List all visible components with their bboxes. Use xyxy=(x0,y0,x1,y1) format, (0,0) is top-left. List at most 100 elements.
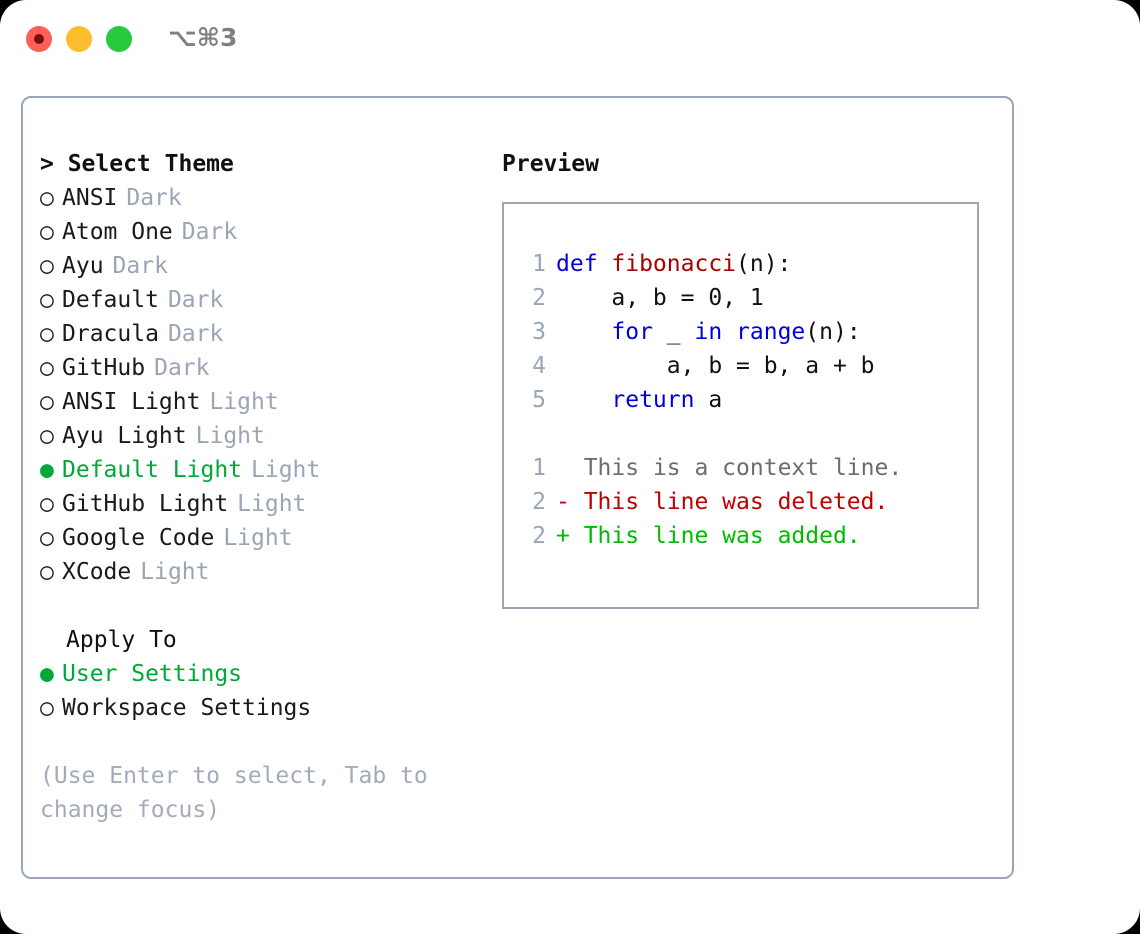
apply-to-label: Workspace Settings xyxy=(62,695,312,721)
code-token xyxy=(722,319,736,345)
theme-name-label: XCode xyxy=(62,559,132,585)
apply-to-item[interactable]: ● User Settings xyxy=(40,657,480,691)
diff-line: 2- This line was deleted. xyxy=(516,485,971,519)
diff-line-content: + This line was added. xyxy=(556,519,861,553)
code-token: in xyxy=(694,319,723,345)
code-line-content: a, b = 0, 1 xyxy=(556,281,764,315)
maximize-window-button[interactable] xyxy=(106,26,132,52)
diff-line-content: This is a context line. xyxy=(556,451,903,485)
code-line: 5 return a xyxy=(516,383,971,417)
theme-name-label: Default Light xyxy=(62,457,243,483)
radio-unselected-icon[interactable]: ○ xyxy=(40,695,54,721)
theme-list-item[interactable]: ○ GitHub Dark xyxy=(40,351,480,385)
theme-list-item[interactable]: ● Default Light Light xyxy=(40,453,480,487)
code-line-content: for _ in range(n): xyxy=(556,315,861,349)
theme-list-item[interactable]: ○ Ayu Light Light xyxy=(40,419,480,453)
code-token xyxy=(556,319,611,345)
radio-unselected-icon[interactable]: ○ xyxy=(40,355,54,381)
title-bar: ⌥⌘3 xyxy=(0,0,1140,78)
code-token: (n): xyxy=(736,251,792,277)
radio-unselected-icon[interactable]: ○ xyxy=(40,423,54,449)
code-line-number: 3 xyxy=(532,319,546,345)
theme-variant-tag: Dark xyxy=(167,287,224,313)
radio-unselected-icon[interactable]: ○ xyxy=(40,253,54,279)
theme-variant-tag: Dark xyxy=(181,219,238,245)
keyboard-hint-text: (Use Enter to select, Tab to change focu… xyxy=(40,763,442,823)
apply-to-heading: Apply To xyxy=(66,627,177,653)
apply-to-list[interactable]: ● User Settings ○ Workspace Settings xyxy=(40,657,480,725)
diff-text: This line was added. xyxy=(583,523,861,549)
diff-marker xyxy=(556,455,584,481)
code-token: _ xyxy=(652,319,695,345)
theme-variant-tag: Light xyxy=(195,423,265,449)
code-token: (n): xyxy=(805,319,861,345)
theme-list-item[interactable]: ○ Ayu Dark xyxy=(40,249,480,283)
radio-selected-icon[interactable]: ● xyxy=(40,457,54,483)
radio-selected-icon[interactable]: ● xyxy=(40,661,54,687)
diff-marker: - xyxy=(556,489,584,515)
diff-line-number: 2 xyxy=(532,489,546,515)
theme-list-item[interactable]: ○ XCode Light xyxy=(40,555,480,589)
diff-line-content: - This line was deleted. xyxy=(556,485,888,519)
code-token: a xyxy=(694,387,723,413)
theme-name-label: Google Code xyxy=(62,525,215,551)
radio-unselected-icon[interactable]: ○ xyxy=(40,321,54,347)
code-line-content: def fibonacci(n): xyxy=(556,247,791,281)
code-token: def xyxy=(556,251,612,277)
theme-name-label: Ayu Light xyxy=(62,423,187,449)
code-line: 2 a, b = 0, 1 xyxy=(516,281,971,315)
apply-to-label: User Settings xyxy=(62,661,243,687)
code-line: 3 for _ in range(n): xyxy=(516,315,971,349)
code-line-number: 5 xyxy=(532,387,546,413)
radio-unselected-icon[interactable]: ○ xyxy=(40,491,54,517)
code-line-number: 4 xyxy=(532,353,546,379)
diff-line: 2 + This line was added. xyxy=(516,519,971,553)
theme-name-label: GitHub xyxy=(62,355,146,381)
code-token: a, b = 0, 1 xyxy=(556,285,764,311)
radio-unselected-icon[interactable]: ○ xyxy=(40,185,54,211)
theme-variant-tag: Dark xyxy=(112,253,168,279)
theme-variant-tag: Light xyxy=(140,559,210,585)
theme-name-label: Atom One xyxy=(62,219,173,245)
radio-unselected-icon[interactable]: ○ xyxy=(40,525,54,551)
diff-line: 1 This is a context line. xyxy=(516,451,971,485)
radio-unselected-icon[interactable]: ○ xyxy=(40,389,54,415)
diff-sample: 1 This is a context line.2- This line wa… xyxy=(516,451,971,553)
diff-marker: + xyxy=(556,523,584,549)
theme-variant-tag: Light xyxy=(251,457,321,483)
code-line: 4 a, b = b, a + b xyxy=(516,349,971,383)
theme-variant-tag: Dark xyxy=(154,355,210,381)
code-token: a, b = b, a + b xyxy=(556,353,875,379)
theme-variant-tag: Light xyxy=(237,491,307,517)
code-line-number: 2 xyxy=(532,285,546,311)
code-token: for xyxy=(611,319,653,345)
diff-line-number: 2 xyxy=(532,523,546,549)
theme-list-item[interactable]: ○ GitHub Light Light xyxy=(40,487,480,521)
radio-unselected-icon[interactable]: ○ xyxy=(40,287,54,313)
select-theme-heading: > Select Theme xyxy=(40,151,234,177)
theme-list-item[interactable]: ○ Atom One Dark xyxy=(40,215,480,249)
radio-unselected-icon[interactable]: ○ xyxy=(40,219,54,245)
close-window-button[interactable] xyxy=(26,26,52,52)
apply-to-item[interactable]: ○ Workspace Settings xyxy=(40,691,480,725)
theme-name-label: Dracula xyxy=(62,321,159,347)
keyboard-shortcut-label: ⌥⌘3 xyxy=(168,23,238,52)
minimize-window-button[interactable] xyxy=(66,26,92,52)
theme-name-label: Ayu xyxy=(62,253,104,279)
diff-text: This line was deleted. xyxy=(583,489,889,515)
theme-list-item[interactable]: ○ Dracula Dark xyxy=(40,317,480,351)
code-line-content: a, b = b, a + b xyxy=(556,349,875,383)
list-spacer xyxy=(40,589,480,623)
code-token: return xyxy=(611,387,695,413)
theme-name-label: GitHub Light xyxy=(62,491,229,517)
theme-variant-tag: Dark xyxy=(167,321,224,347)
radio-unselected-icon[interactable]: ○ xyxy=(40,559,54,585)
